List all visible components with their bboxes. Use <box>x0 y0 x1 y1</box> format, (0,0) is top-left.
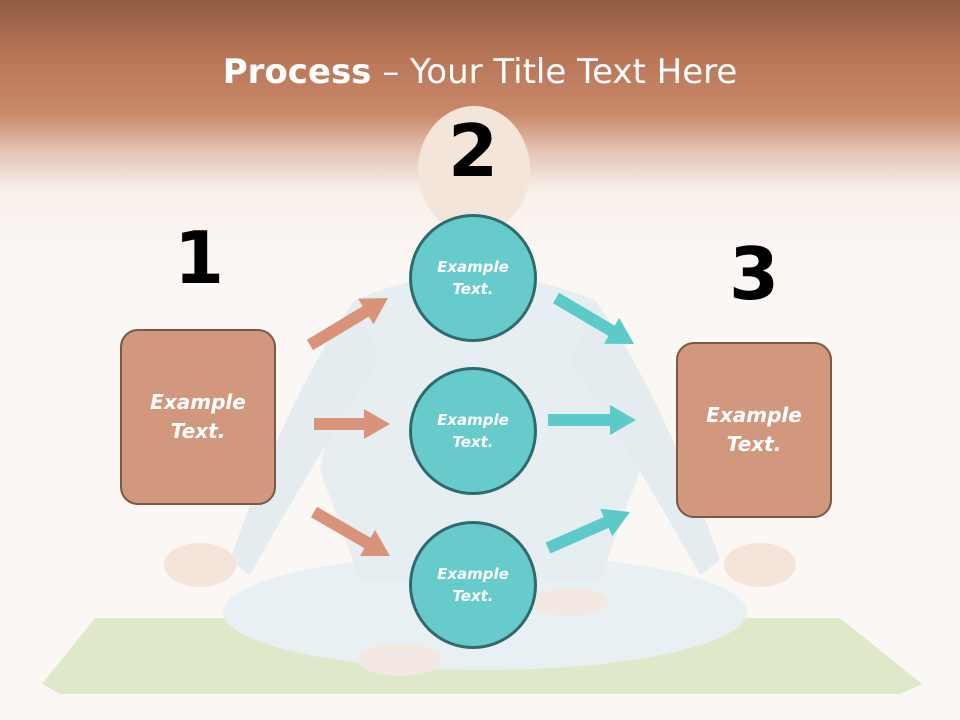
step-1-box: Example Text. <box>120 329 276 505</box>
step-3-box-label: Example Text. <box>706 401 802 459</box>
arrow-box1-to-circle-top <box>307 298 388 350</box>
step-3-box: Example Text. <box>676 342 832 518</box>
step-2-circle-top: Example Text. <box>409 214 537 342</box>
arrow-circle-middle-to-box3 <box>548 405 636 435</box>
circle-bottom-label: Example Text. <box>437 563 509 608</box>
step-1-box-label: Example Text. <box>150 388 246 446</box>
arrow-circle-bottom-to-box3 <box>546 509 630 554</box>
circle-middle-label: Example Text. <box>437 409 509 454</box>
circle-top-label: Example Text. <box>437 256 509 301</box>
arrow-box1-to-circle-middle <box>314 409 390 439</box>
step-2-circle-middle: Example Text. <box>409 367 537 495</box>
arrow-box1-to-circle-bottom <box>311 507 390 556</box>
step-2-circle-bottom: Example Text. <box>409 521 537 649</box>
arrow-circle-top-to-box3 <box>553 293 634 344</box>
